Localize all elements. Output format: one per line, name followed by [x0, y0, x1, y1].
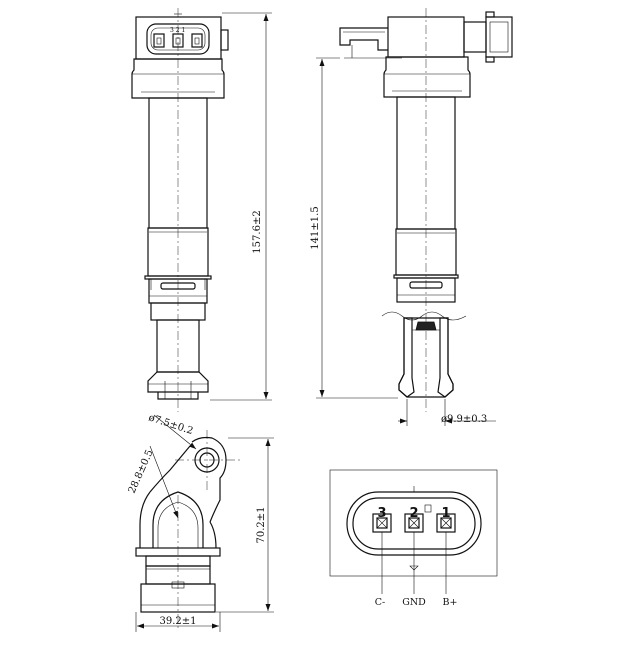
- pin-function-gnd: GND: [402, 597, 426, 608]
- pin-number-3: 3: [377, 506, 386, 521]
- mount-hole-dimension: ø7.5±0.2: [147, 412, 194, 437]
- front-connector-head: 3 2 1: [135, 13, 229, 60]
- effective-length-dimension: 141±1.5: [310, 206, 321, 249]
- top-view-length-dimension: 70.2±1: [256, 506, 267, 543]
- pin-number-2: 2: [409, 506, 418, 521]
- overall-length-dimension: 157.6±2: [252, 210, 263, 253]
- top-view: ø7.5±0.2 28.8±0.5 70.2±1 39.2±1: [127, 412, 274, 632]
- side-view: 141±1.5 ø9.9±0.3: [310, 8, 513, 426]
- connector-face-view: 3 2 1 C- GND B+: [329, 469, 498, 608]
- pin-number-1: 1: [441, 506, 450, 521]
- mount-radius-dimension: 28.8±0.5: [127, 448, 156, 495]
- front-view: 3 2 1 157.6±2: [131, 8, 272, 412]
- pin-function-c-minus: C-: [375, 597, 385, 608]
- top-view-width-dimension: 39.2±1: [159, 616, 196, 627]
- front-pin-numbers: 3 2 1: [170, 27, 185, 34]
- boot-bore-dimension: ø9.9±0.3: [441, 414, 487, 425]
- pin-function-b-plus: B+: [443, 597, 458, 608]
